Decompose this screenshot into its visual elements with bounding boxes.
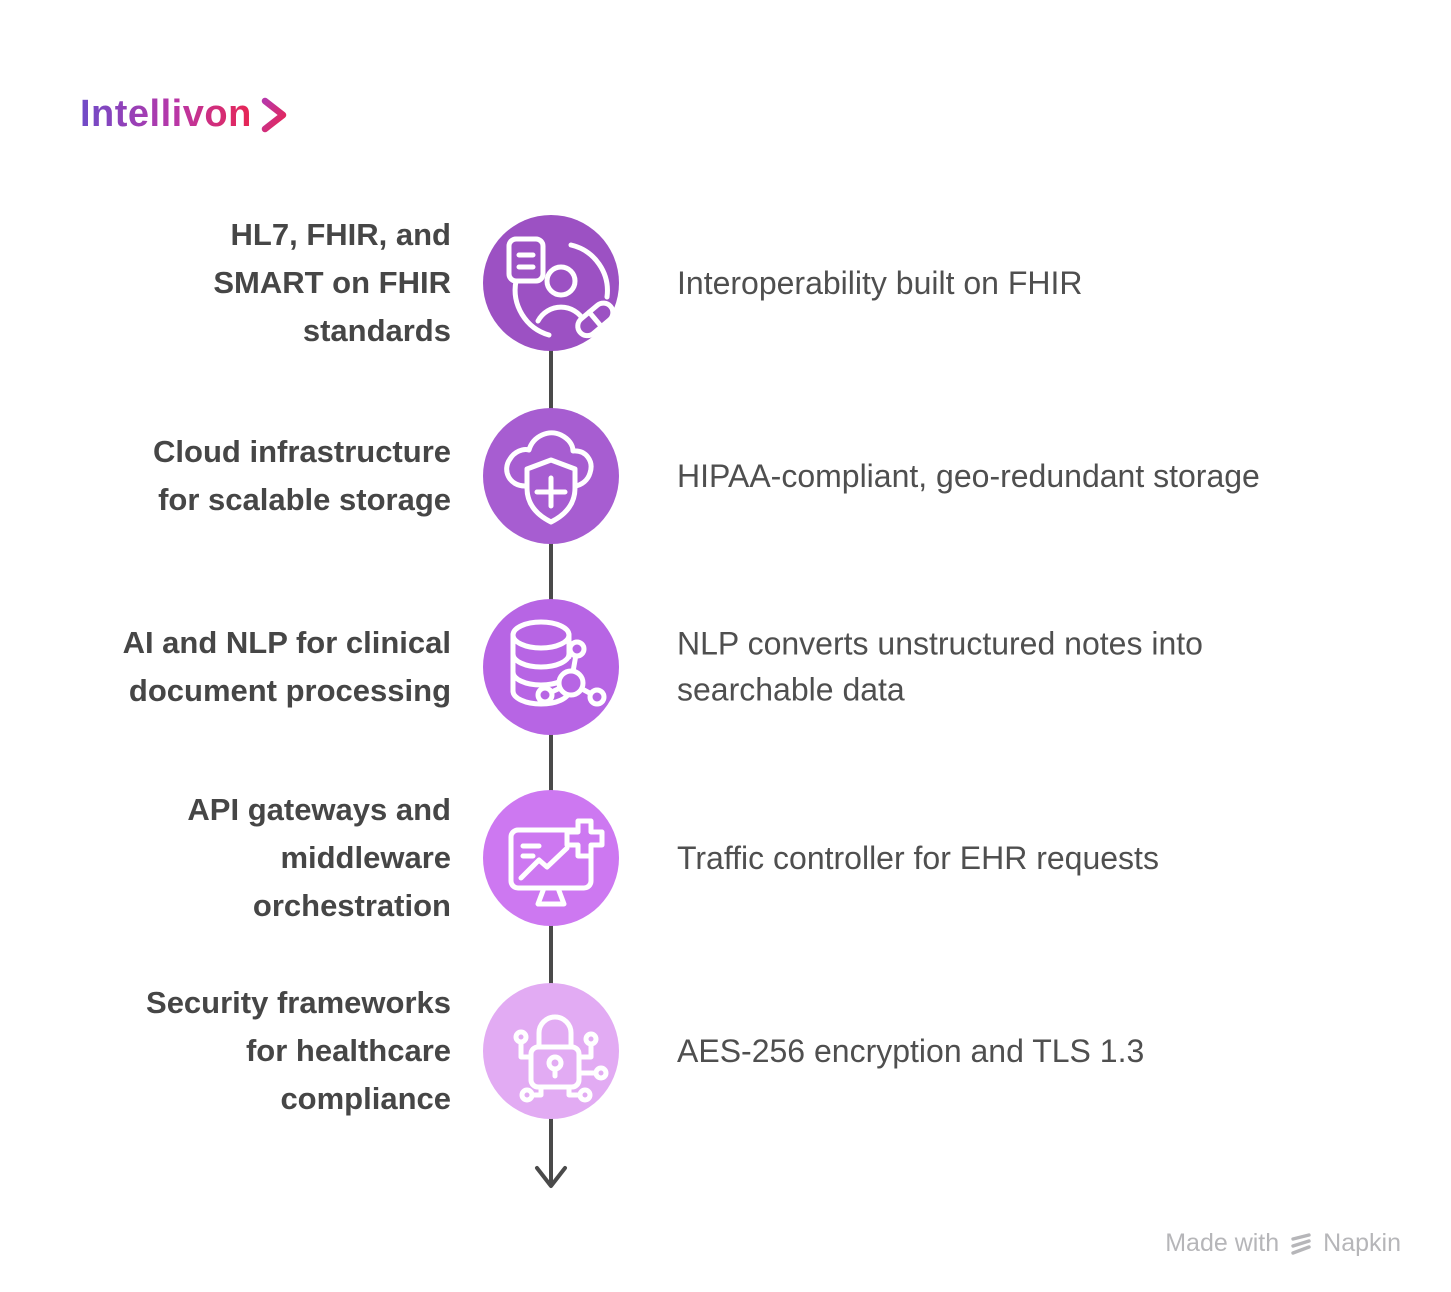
napkin-logo-icon [1291, 1232, 1311, 1255]
step-circle [483, 599, 619, 735]
brand-chevron-icon [261, 97, 287, 133]
step-description: NLP converts unstructured notes into sea… [677, 625, 1203, 708]
patient-record-icon [506, 236, 616, 339]
step-label: Cloud infrastructure for scalable storag… [153, 433, 451, 517]
brand-logo: Intellivon [80, 92, 290, 136]
step-description: HIPAA-compliant, geo-redundant storage [677, 457, 1260, 494]
step-description: Traffic controller for EHR requests [677, 839, 1159, 876]
monitor-chart-cross-icon [508, 818, 605, 907]
step-label: HL7, FHIR, and SMART on FHIR standards [213, 216, 451, 349]
lock-circuit-icon [513, 1014, 609, 1103]
napkin-label: Napkin [1323, 1229, 1401, 1257]
step-circle [483, 790, 619, 926]
step-label: AI and NLP for clinical document process… [122, 624, 451, 708]
step-circle [483, 408, 619, 544]
made-with-label: Made with [1165, 1229, 1280, 1257]
made-with-napkin-credit: Made with Napkin [1165, 1229, 1401, 1258]
brand-name: Intellivon [80, 92, 252, 135]
database-network-icon [510, 619, 607, 707]
step-circle [483, 215, 619, 351]
step-label: Security frameworks for healthcare compl… [146, 984, 451, 1117]
cloud-shield-icon [504, 430, 594, 525]
step-label: API gateways and middleware orchestratio… [187, 791, 451, 924]
step-description: AES-256 encryption and TLS 1.3 [677, 1032, 1145, 1069]
step-description: Interoperability built on FHIR [677, 264, 1083, 301]
step-circle [483, 983, 619, 1119]
